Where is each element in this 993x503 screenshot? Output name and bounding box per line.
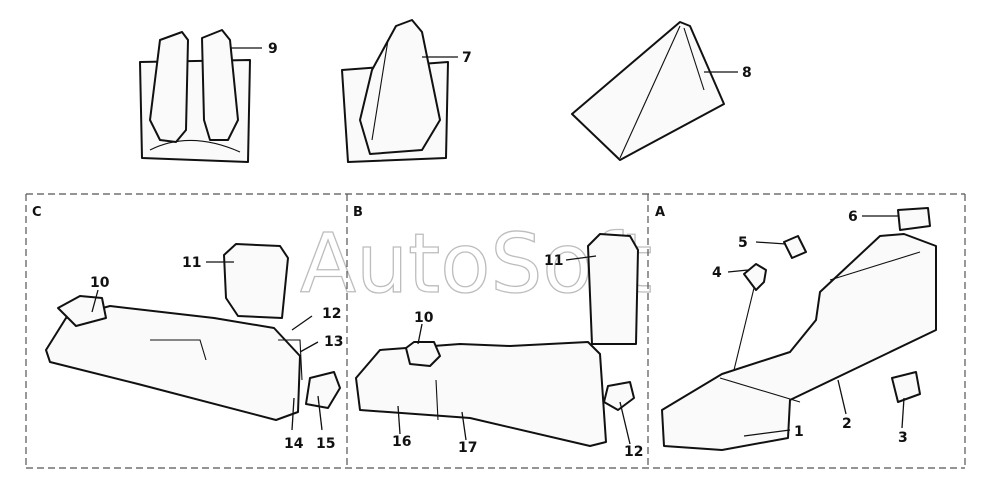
callout-6: 6 (848, 209, 858, 225)
callout-10-section-c: 10 (90, 275, 110, 291)
section-label-b: B (353, 205, 363, 220)
callout-15: 15 (316, 436, 335, 452)
part-console-a (661, 207, 937, 451)
callout-11-section-c: 11 (182, 255, 201, 271)
part-9-gear-boot-double (139, 29, 251, 163)
callout-1: 1 (794, 424, 804, 440)
callout-12-section-c: 12 (322, 306, 341, 322)
callout-3: 3 (898, 430, 908, 446)
part-8-gear-boot-frame (571, 21, 725, 161)
callout-5: 5 (738, 235, 748, 251)
part-7-gear-boot (341, 19, 449, 163)
callout-17: 17 (458, 440, 477, 456)
section-frames (25, 193, 966, 469)
callout-8: 8 (742, 65, 752, 81)
part-console-b (355, 233, 639, 447)
callout-12-section-b: 12 (624, 444, 643, 460)
section-label-c: C (32, 205, 42, 220)
callout-14: 14 (284, 436, 304, 452)
part-console-c (45, 243, 341, 421)
callout-7: 7 (462, 50, 472, 66)
callout-9: 9 (268, 41, 278, 57)
leader-lines (91, 47, 905, 445)
callout-13: 13 (324, 334, 343, 350)
callout-11-section-b: 11 (544, 253, 563, 269)
callout-10-section-b: 10 (414, 310, 434, 326)
section-label-a: A (655, 205, 665, 220)
callout-2: 2 (842, 416, 852, 432)
callout-16: 16 (392, 434, 411, 450)
callout-4: 4 (712, 265, 722, 281)
